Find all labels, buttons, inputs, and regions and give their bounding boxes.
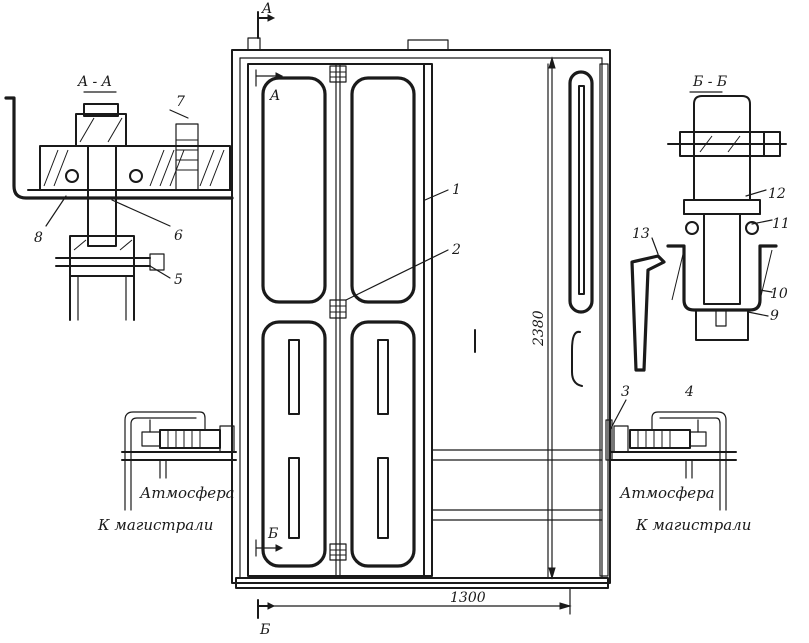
cut-top-a-label: A: [260, 1, 272, 17]
leader-lines: [345, 189, 627, 431]
to-main-left-label: К магистрали: [97, 516, 213, 534]
side-window: [568, 70, 594, 314]
left-valve-assembly: [121, 411, 237, 511]
part-label-4: 4: [684, 384, 694, 400]
top-bracket: [407, 39, 449, 51]
part-label-13: 13: [632, 226, 650, 242]
part-label-9: 9: [770, 308, 779, 324]
part-label-2: 2: [451, 242, 461, 258]
top-pivot: [247, 37, 261, 51]
cut-inner-a-label: A: [268, 88, 280, 104]
dimension-width-label: 1300: [450, 590, 486, 606]
section-bb-title: Б - Б: [692, 74, 727, 90]
window-upper-left: [261, 76, 327, 304]
part-label-6: 6: [174, 228, 183, 244]
section-b-b-detail: [630, 91, 787, 372]
atmosphere-left-label: Атмосфера: [139, 484, 235, 502]
part-label-12: 12: [768, 186, 786, 202]
panel-lower-left: [261, 320, 327, 568]
part-label-10: 10: [770, 286, 788, 302]
part-label-11: 11: [772, 216, 790, 232]
part-label-5: 5: [174, 272, 183, 288]
guide-rail: [423, 63, 433, 577]
dimension-width: [257, 587, 572, 615]
cut-bottom-b-label: Б: [259, 622, 270, 638]
part-label-1: 1: [452, 182, 461, 198]
part-label-7: 7: [176, 94, 185, 110]
hinge-blocks: [329, 65, 347, 561]
part-label-8: 8: [34, 230, 43, 246]
dimension-height: [548, 56, 556, 580]
section-a-a-detail: [4, 91, 234, 321]
window-upper-right: [350, 76, 416, 304]
section-aa-title: A - A: [76, 74, 112, 90]
right-valve-assembly: [609, 411, 737, 511]
part-label-3: 3: [621, 384, 630, 400]
door-sill: [235, 577, 609, 589]
ventilation-slots: [288, 339, 389, 539]
door-handle: [571, 330, 583, 387]
labels: A - A Б - Б A A Б Б 1 2 3 4 5 6 7 8 9 10…: [34, 1, 790, 638]
atmosphere-right-label: Атмосфера: [619, 484, 715, 502]
cut-inner-b-label: Б: [267, 526, 278, 542]
dimension-height-label: 2380: [531, 310, 547, 347]
panel-lower-right: [350, 320, 416, 568]
door-assembly: [231, 37, 613, 589]
to-main-right-label: К магистрали: [635, 516, 751, 534]
